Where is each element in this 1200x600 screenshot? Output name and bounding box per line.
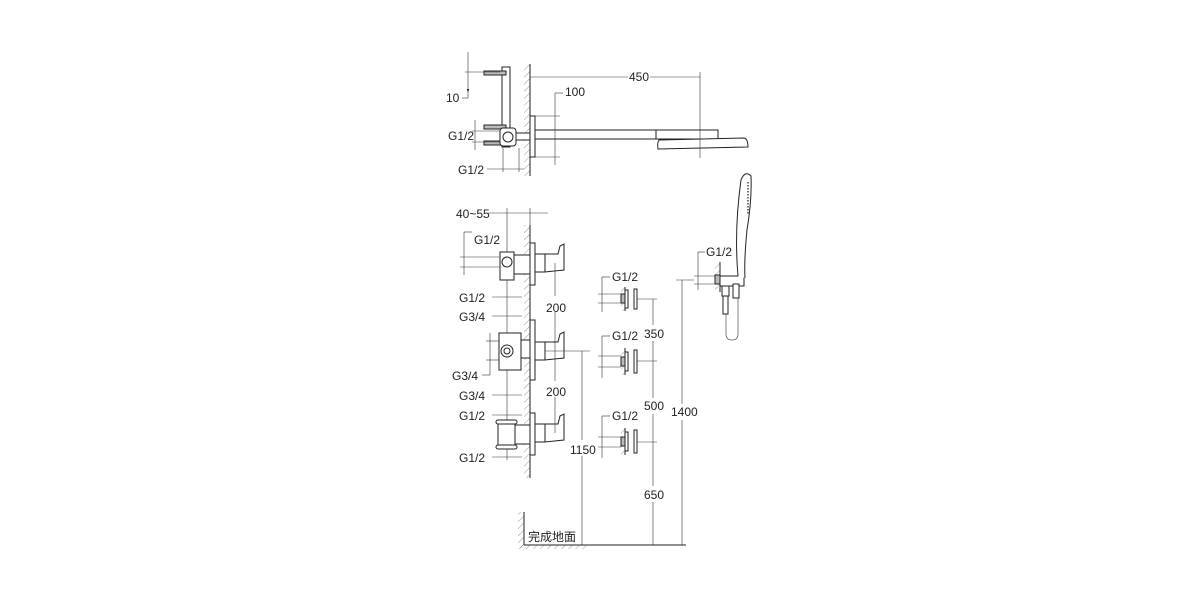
valve3-bottom-thread-label: G1/2 [459, 451, 485, 465]
body-jet-1 [620, 287, 638, 311]
body-jet-2 [620, 348, 638, 375]
dim-200-lower-label: 200 [546, 385, 566, 399]
wall-outlet-holder [719, 271, 745, 287]
valve3-top-thread-label: G1/2 [459, 409, 485, 423]
overhead-shower-view: 10 450 100 G1/2 G1/2 [446, 52, 749, 177]
wall-hatch [524, 64, 530, 176]
mounting-rail [501, 66, 511, 148]
dim-200-upper-label: 200 [546, 301, 566, 315]
dim-1400-label: 1400 [671, 405, 698, 419]
dim-1150-label: 1150 [570, 443, 596, 457]
valve1-top-thread-label: G1/2 [474, 233, 500, 247]
hose [725, 298, 739, 341]
jet1-thread-label: G1/2 [612, 270, 638, 284]
depth-dim-label: 40~55 [456, 207, 490, 221]
shower-arm [534, 129, 719, 140]
body-jets-view: G1/2 G1/2 G1/2 350 50 [598, 270, 665, 545]
inlet-thread-label: G1/2 [448, 129, 474, 143]
floor-label: 完成地面 [528, 529, 576, 544]
valve2-bottom-thread-label: G3/4 [459, 389, 485, 403]
anchor-bolts [483, 70, 507, 146]
wall-flange [529, 115, 536, 158]
hand-shower-head [736, 173, 752, 279]
valves-view: 40~55 G1/2 G1/2 G3/4 [452, 207, 596, 545]
valve-1 [499, 242, 565, 286]
lever-handle [544, 331, 565, 361]
dim-450-label: 450 [629, 70, 649, 84]
inlet-body [499, 127, 517, 147]
lever-handle [544, 243, 565, 273]
dim-500-label: 500 [644, 399, 664, 413]
dim-10-label: 10 [446, 91, 460, 105]
valve1-bottom-thread-label: G1/2 [459, 291, 485, 305]
dim-100-label: 100 [565, 85, 585, 99]
dim-650-label: 650 [644, 488, 664, 502]
body-jet-3 [620, 428, 638, 455]
valve2-top-thread-label: G3/4 [459, 310, 485, 324]
jet2-thread-label: G1/2 [612, 329, 638, 343]
valve2-side-thread-label: G3/4 [452, 369, 478, 383]
hand-shower-view: G1/2 1400 [670, 173, 752, 545]
dim-350-label: 350 [644, 327, 664, 341]
valve-3 [495, 412, 565, 456]
finished-floor: 完成地面 [518, 512, 686, 549]
rain-shower-head [657, 137, 749, 150]
outlet-thread-label: G1/2 [458, 163, 484, 177]
lever-handle [544, 413, 565, 443]
hand-shower-thread-label: G1/2 [706, 245, 732, 259]
valve-2 [498, 319, 565, 381]
jet3-thread-label: G1/2 [612, 409, 638, 423]
